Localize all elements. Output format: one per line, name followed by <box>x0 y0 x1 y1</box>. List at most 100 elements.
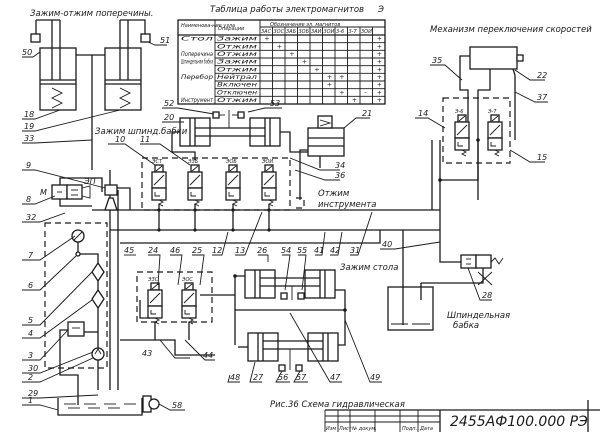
callout-22: 22 <box>537 71 547 80</box>
solenoid-valve-Э-7: Э-7 <box>487 109 503 157</box>
valve-8 <box>51 184 91 200</box>
callout-48: 48 <box>230 373 240 382</box>
callout-31: 31 <box>350 246 360 255</box>
magnet-code: 3-7 <box>349 29 358 35</box>
speed-valve-frame <box>442 97 511 164</box>
callout-26: 26 <box>257 246 267 255</box>
callout-47: 47 <box>330 373 341 382</box>
callout-1: 1 <box>28 396 33 405</box>
table-unit: Стол <box>181 35 213 43</box>
valve-label: ЭОИ <box>261 159 273 165</box>
level-indicator-58 <box>148 398 160 410</box>
callout-20: 20 <box>164 113 174 122</box>
callout-35: 35 <box>432 56 442 65</box>
table-mark: + <box>377 42 382 50</box>
callout-58: 58 <box>172 401 182 410</box>
callout-25: 25 <box>192 246 202 255</box>
valve-label: ЭОБ <box>225 159 237 165</box>
speed-change-cylinder-22 <box>469 46 524 70</box>
callout-53: 53 <box>270 99 280 108</box>
limit-switch-53 <box>237 111 245 119</box>
magnet-code: 3ОС <box>274 29 285 35</box>
table-operation: Зажим <box>217 35 257 43</box>
table-mark: + <box>302 58 307 66</box>
valve-label-ep: ЭП <box>83 177 96 186</box>
callout-54: 54 <box>281 246 291 255</box>
magnet-code: 3АБ <box>286 29 297 35</box>
table-ref: Э <box>377 5 384 15</box>
solenoid-valve-ЭОС: ЭОС <box>181 277 197 325</box>
valve-label: ЭЗС <box>147 277 159 283</box>
table-mark: + <box>339 88 344 96</box>
caption-spindle-head-1: Шпиндельная <box>447 311 510 321</box>
table-mark: + <box>327 73 332 81</box>
callout-33: 33 <box>24 134 34 143</box>
table-mark: + <box>377 88 382 96</box>
table-mark: + <box>327 81 332 89</box>
callout-44: 44 <box>203 351 213 360</box>
callout-36: 36 <box>335 171 345 180</box>
limit-switch-51 <box>140 33 151 43</box>
callout-3: 3 <box>28 351 33 360</box>
motor-label: М <box>40 188 47 197</box>
table-header-operation: Операции <box>218 26 245 32</box>
callout-56: 56 <box>278 373 288 382</box>
magnet-code: 3АИ <box>311 29 322 35</box>
table-mark: + <box>377 73 382 81</box>
table-mark: + <box>377 96 382 104</box>
title-cell-list: Лист <box>338 426 353 432</box>
filter-4 <box>91 288 105 310</box>
valve-label: ЭОС <box>181 277 193 283</box>
table-mark: + <box>377 35 382 43</box>
callout-7: 7 <box>28 251 34 260</box>
limit-switch-55 <box>297 292 305 300</box>
gauge-valve-6 <box>75 251 81 257</box>
solenoid-valve-ЭОИ: ЭОИ <box>261 159 277 207</box>
callout-9: 9 <box>26 161 31 170</box>
callout-6: 6 <box>28 281 33 290</box>
table-operation: Отжим <box>217 50 257 58</box>
table-mark: + <box>314 65 319 73</box>
table-unit: Поперечина <box>181 50 213 58</box>
caption-crossbar-clamp: Зажим-отжим поперечины. <box>30 9 153 19</box>
callout-28: 28 <box>482 291 492 300</box>
callout-34: 34 <box>335 161 345 170</box>
table-operation: Нейтрал <box>217 73 257 81</box>
callout-51: 51 <box>160 36 170 45</box>
limit-switch-54 <box>280 292 288 300</box>
limit-switch-56 <box>278 364 286 372</box>
relief-valve-3 <box>67 321 85 337</box>
table-mark: - <box>364 88 367 96</box>
cylinder-21 <box>307 115 345 157</box>
magnet-code: 3-6 <box>336 29 344 35</box>
callout-24: 24 <box>148 246 158 255</box>
title-cell-sign: Подп. <box>402 426 417 432</box>
cylinder-spindle-clamp <box>179 110 281 147</box>
table-operation: Отжим <box>217 96 257 104</box>
table-unit: Инструмент <box>181 96 213 104</box>
valve-bank-bottom-frame <box>136 271 213 323</box>
callout-2: 2 <box>28 373 33 382</box>
oil-tank-1 <box>57 398 143 416</box>
solenoid-valve-ЭЗС: ЭЗС <box>147 277 163 325</box>
table-mark: + <box>352 96 357 104</box>
cylinder-50 <box>30 19 77 111</box>
limit-switch-50 <box>30 33 41 43</box>
valve-28 <box>460 254 504 269</box>
callout-12: 12 <box>212 246 222 255</box>
table-mark: + <box>289 50 294 58</box>
callout-8: 8 <box>26 195 31 204</box>
callout-19: 19 <box>24 122 34 131</box>
limit-switch-52 <box>212 111 220 119</box>
table-mark: + <box>277 42 282 50</box>
table-unit: Перебор <box>181 73 213 81</box>
valve-label: ЭЗБ <box>187 159 199 165</box>
solenoid-valve-ЭОБ: ЭОБ <box>225 159 241 207</box>
drain-tank <box>387 286 434 331</box>
callout-40: 40 <box>382 240 392 249</box>
callout-41: 41 <box>314 246 324 255</box>
table-mark: + <box>377 50 382 58</box>
caption-tool-release-1: Отжим <box>318 189 350 199</box>
callout-5: 5 <box>28 316 33 325</box>
